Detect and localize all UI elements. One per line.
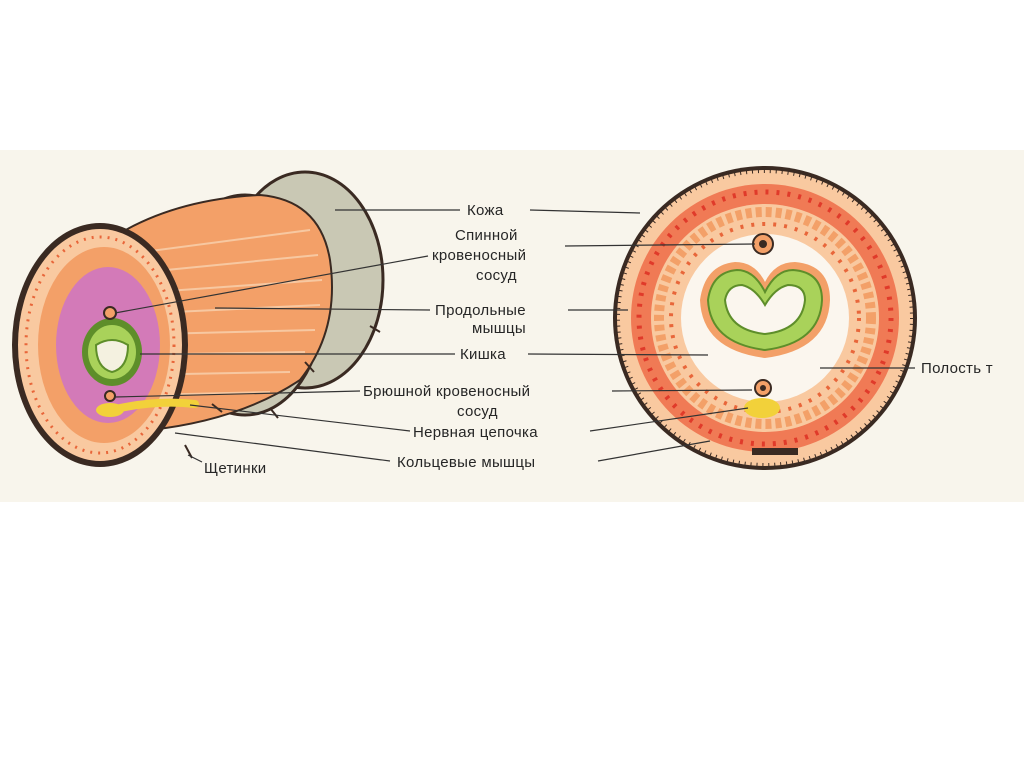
- label-longitudinal-line2: мышцы: [472, 320, 526, 337]
- worm-segment-3d: [12, 170, 385, 467]
- label-setae: Щетинки: [204, 460, 266, 477]
- label-body-cavity: Полость т: [921, 360, 993, 377]
- section-longitudinal-cells: [654, 207, 876, 429]
- label-skin: Кожа: [467, 202, 504, 219]
- section-ventral-bar: [752, 448, 798, 455]
- label-circular-muscles: Кольцевые мышцы: [397, 454, 535, 471]
- nerve-chain-3d: [116, 398, 199, 412]
- section-nerve-chain: [744, 398, 780, 418]
- label-intestine: Кишка: [460, 346, 506, 363]
- label-dorsal-vessel-line2: кровеносный: [432, 247, 526, 264]
- leader-lines: [114, 209, 915, 463]
- label-dorsal-vessel-line3: сосуд: [476, 267, 517, 284]
- section-inner-dots: [669, 222, 861, 414]
- front-ventral-vessel: [104, 390, 116, 402]
- label-ventral-vessel-line1: Брюшной кровеносный: [363, 383, 530, 400]
- label-longitudinal-line1: Продольные: [435, 302, 526, 319]
- section-ventral-vessel-core: [760, 385, 766, 391]
- front-dotted-ring: [24, 235, 176, 455]
- front-dorsal-vessel: [103, 306, 117, 320]
- labels: Кожа Спинной кровеносный сосуд Продольны…: [204, 202, 993, 477]
- label-ventral-vessel-line2: сосуд: [457, 403, 498, 420]
- section-skin-dashes: [614, 167, 916, 469]
- label-dorsal-vessel-line1: Спинной: [455, 227, 518, 244]
- worm-cross-section-flat: [613, 166, 917, 470]
- label-nerve-chain: Нервная цепочка: [413, 424, 538, 441]
- section-dorsal-vessel-core: [759, 240, 767, 248]
- section-intestine-lumen: [723, 283, 807, 336]
- front-intestine-lumen: [94, 339, 130, 374]
- section-circular-dots: [636, 189, 894, 447]
